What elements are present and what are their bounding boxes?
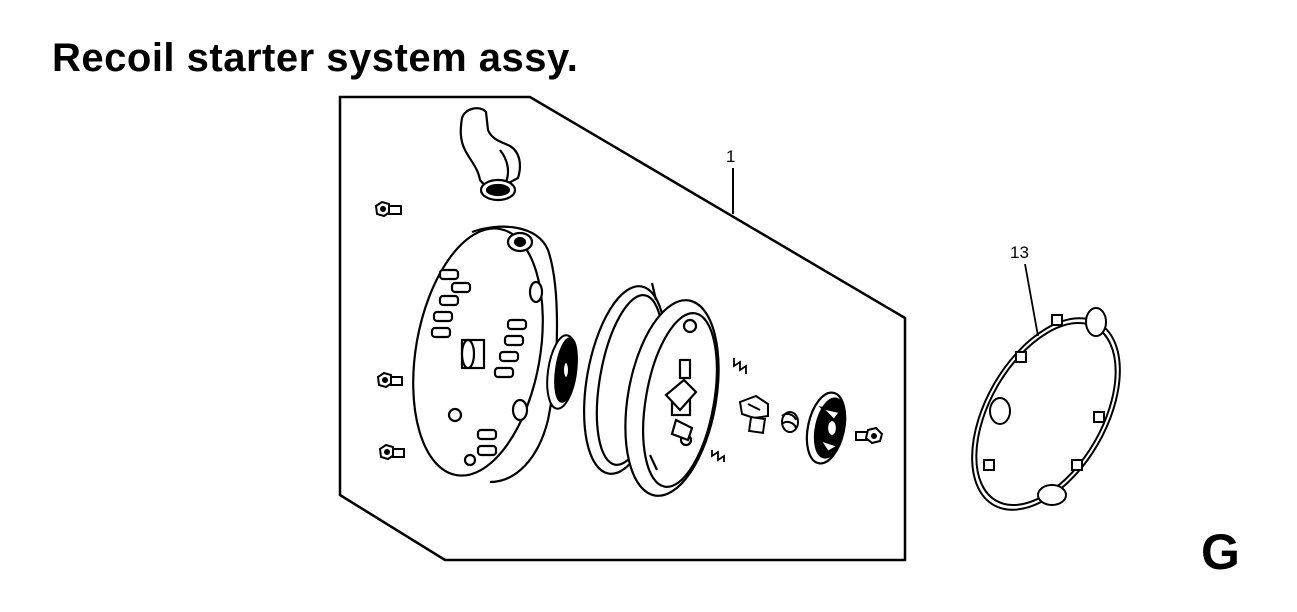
center-screw <box>855 426 884 445</box>
mounting-bolt-lower <box>378 443 405 461</box>
starter-housing <box>412 225 559 484</box>
ratchet-spring-lower <box>711 450 725 462</box>
ratchet-spring-upper <box>733 358 747 374</box>
ratchet-pawl <box>738 394 769 435</box>
starter-handle <box>459 107 521 202</box>
mounting-bolt-upper <box>374 200 402 218</box>
assembly-group-outline <box>338 95 907 562</box>
rope-reel <box>583 282 720 497</box>
gasket <box>971 307 1121 511</box>
callout-1: 1 <box>726 147 735 166</box>
friction-plate <box>805 391 847 465</box>
compression-spring <box>781 411 799 433</box>
page-title: Recoil starter system assy. <box>52 36 579 80</box>
spring-washer <box>546 334 578 410</box>
leader-line-13 <box>1024 263 1039 337</box>
mounting-bolt-middle <box>376 371 403 389</box>
callout-13: 13 <box>1010 243 1029 262</box>
section-letter: G <box>1201 524 1240 580</box>
